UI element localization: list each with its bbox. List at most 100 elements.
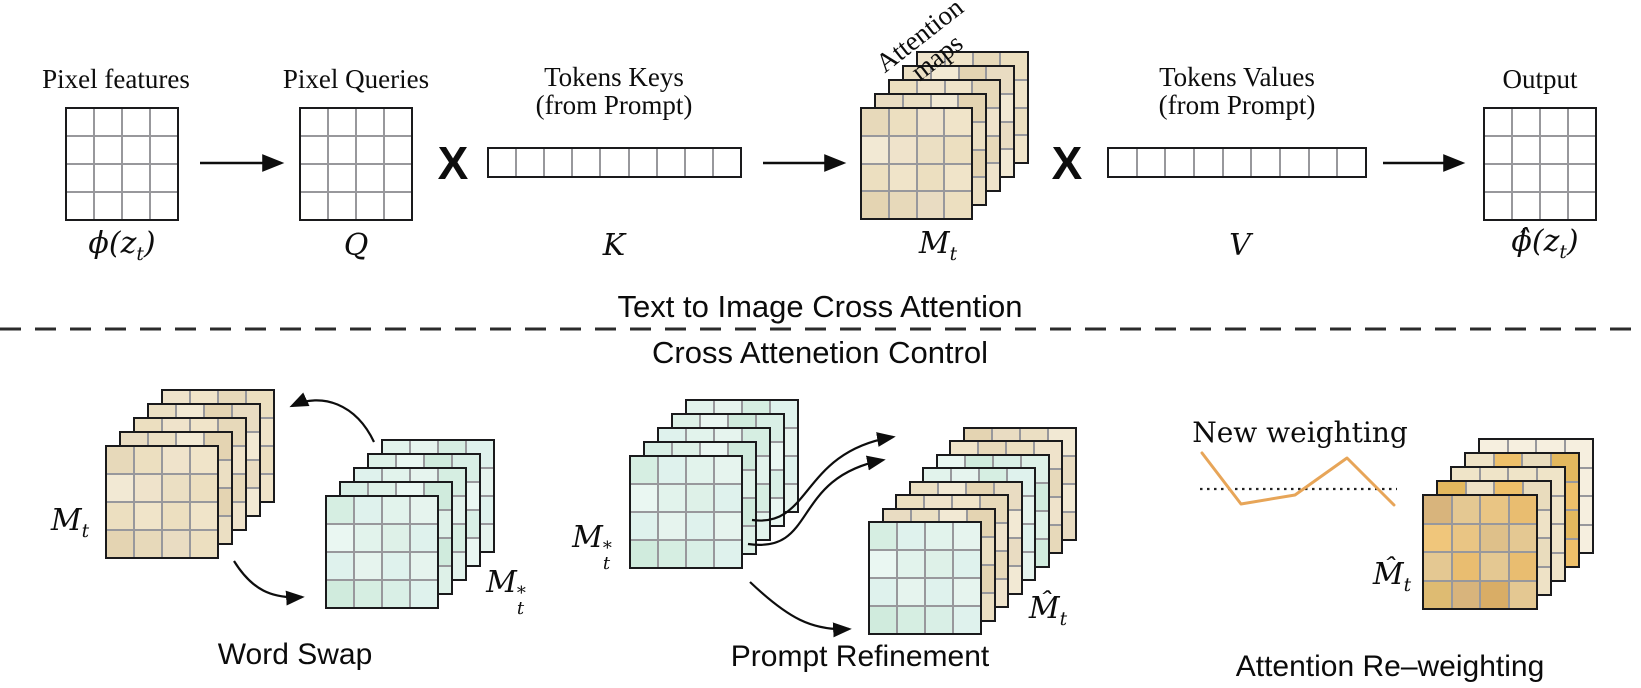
grid-cell: [135, 447, 161, 473]
attention_maps-layer: [860, 107, 973, 220]
grid-cell: [898, 607, 924, 633]
grid-cell: [687, 457, 713, 483]
grid-cell: [1513, 137, 1539, 163]
refinement_result-layer: [868, 521, 982, 635]
grid-cell: [862, 136, 888, 163]
grid-cell: [327, 581, 353, 607]
reweight_result-layer: [1422, 494, 1538, 610]
grid-cell: [355, 525, 381, 551]
grid-cell: [1280, 149, 1308, 176]
grid-cell: [687, 485, 713, 511]
grid-cell: [1223, 149, 1251, 176]
tokens-keys-vector: [487, 147, 742, 178]
grid-cell: [355, 581, 381, 607]
grid-cell: [95, 165, 121, 191]
top-section-title: Text to Image Cross Attention: [617, 289, 1023, 324]
grid-cell: [631, 457, 657, 483]
grid-cell: [123, 137, 149, 163]
grid-cell: [135, 531, 161, 557]
grid-cell: [715, 513, 741, 539]
pixel-queries-label: Pixel Queries: [282, 64, 430, 94]
grid-cell: [385, 137, 411, 163]
grid-cell: [659, 457, 685, 483]
grid-cell: [329, 165, 355, 191]
grid-cell: [629, 149, 656, 176]
grid-cell: [1194, 149, 1222, 176]
grid-cell: [1509, 496, 1536, 523]
grid-cell: [1541, 193, 1567, 219]
refinement-mt-hat-label: M̂t: [1028, 591, 1068, 630]
grid-cell: [687, 541, 713, 567]
grid-cell: [95, 137, 121, 163]
grid-cell: [1569, 109, 1595, 135]
grid-cell: [67, 193, 93, 219]
grid-cell: [385, 109, 411, 135]
grid-cell: [107, 531, 133, 557]
grid-cell: [1513, 193, 1539, 219]
k-label: K: [602, 228, 626, 263]
pixel-queries-matrix: [299, 107, 413, 221]
grid-cell: [107, 475, 133, 501]
grid-cell: [329, 193, 355, 219]
grid-cell: [151, 165, 177, 191]
word-swap-title: Word Swap: [217, 638, 373, 671]
tokens-keys-label-line1: Tokens Keys: [544, 62, 684, 92]
phi-hat-zt-label: ϕ̂(zt): [1511, 224, 1579, 263]
grid-cell: [1485, 193, 1511, 219]
grid-cell: [1509, 581, 1536, 608]
grid-cell: [1541, 109, 1567, 135]
multiply-symbol-1: X: [437, 137, 469, 189]
grid-cell: [1309, 149, 1337, 176]
grid-cell: [926, 523, 952, 549]
grid-cell: [1513, 165, 1539, 191]
grid-cell: [163, 475, 189, 501]
reweighting-mt-hat-label: M̂t: [1372, 557, 1412, 596]
grid-cell: [1424, 553, 1451, 580]
grid-cell: [411, 525, 437, 551]
word-swap-arrow-up: [289, 392, 375, 443]
grid-cell: [517, 149, 544, 176]
output-matrix: [1483, 107, 1597, 221]
grid-cell: [1509, 553, 1536, 580]
word-swap-arrow-down: [233, 560, 305, 606]
grid-cell: [191, 475, 217, 501]
word_swap_left-layer: [105, 445, 219, 559]
q-label: Q: [343, 228, 369, 263]
grid-cell: [1452, 581, 1479, 608]
new-weighting-label: New weighting: [1192, 416, 1408, 449]
grid-cell: [631, 513, 657, 539]
grid-cell: [659, 541, 685, 567]
grid-cell: [898, 523, 924, 549]
grid-cell: [355, 553, 381, 579]
grid-cell: [715, 541, 741, 567]
grid-cell: [945, 136, 971, 163]
grid-cell: [1569, 165, 1595, 191]
weighting-line: [1200, 451, 1396, 507]
grid-cell: [954, 607, 980, 633]
grid-cell: [1424, 524, 1451, 551]
grid-cell: [123, 193, 149, 219]
grid-cell: [383, 525, 409, 551]
grid-cell: [1481, 496, 1508, 523]
grid-cell: [713, 149, 740, 176]
grid-cell: [862, 109, 888, 135]
grid-cell: [383, 553, 409, 579]
new-weighting-chart: [1200, 451, 1397, 507]
refinement_source-layer: [629, 455, 743, 569]
grid-cell: [67, 109, 93, 135]
tokens-keys-label-line2: (from Prompt): [535, 90, 693, 120]
grid-cell: [917, 136, 944, 163]
grid-cell: [327, 553, 353, 579]
grid-cell: [1481, 581, 1508, 608]
grid-cell: [1485, 137, 1511, 163]
grid-cell: [411, 497, 437, 523]
grid-cell: [135, 475, 161, 501]
grid-cell: [870, 579, 896, 605]
attention-reweighting-title: Attention Re–weighting: [1235, 650, 1545, 683]
grid-cell: [357, 109, 383, 135]
grid-cell: [889, 136, 916, 163]
grid-cell: [1541, 137, 1567, 163]
grid-cell: [573, 149, 600, 176]
grid-cell: [917, 109, 944, 135]
grid-cell: [163, 447, 189, 473]
